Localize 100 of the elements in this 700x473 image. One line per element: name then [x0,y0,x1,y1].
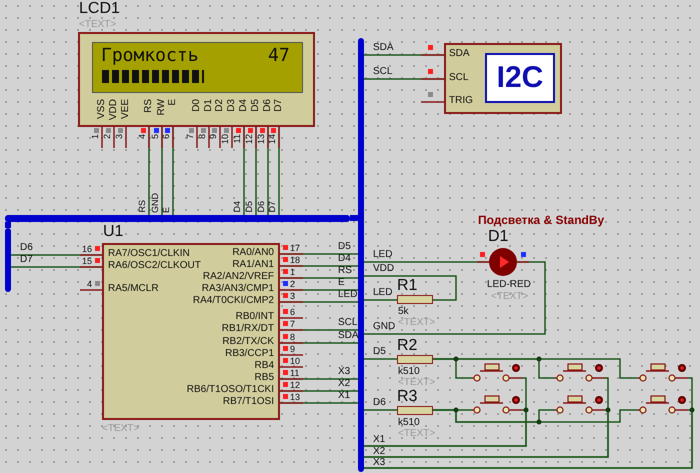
wire [364,409,397,411]
pin-number: 12 [245,134,254,144]
pin-name: D2 [215,99,225,112]
pin-name: VEE [121,99,131,120]
pin-name: RA0/AN0 [232,248,274,258]
pin-number: 5 [151,134,160,140]
net-label: D6 [257,201,266,213]
part-reference: U1 [103,224,124,240]
net-label: SDA [373,43,394,53]
bus-line [358,38,364,472]
pin-name: RA1/AN1 [232,260,274,270]
part-reference: LCD1 [79,1,120,17]
placeholder-text: <TEXT> [102,424,140,434]
part-value: k510 [398,418,420,428]
pin-name: D0 [192,99,202,112]
bus-line [5,222,11,228]
pin-number: 11 [290,369,300,378]
bus-line [5,215,350,222]
net-label: D6 [20,243,33,253]
net-label: SCL [338,318,358,328]
display-label: I2C [485,53,555,103]
net-label: E [162,206,171,213]
pin-name: D4 [239,99,249,112]
pin-name: RB0/INT [236,312,274,322]
pin-name: RS [144,99,154,113]
part-reference: R3 [397,389,418,405]
pin-name: RA6/OSC2/CLKOUT [108,261,201,271]
pin-number: 7 [290,320,296,329]
pin-name: RA3/AN3/CMP1 [202,284,274,294]
pin-name: RA5/MCLR [108,284,159,294]
net-label: X2 [338,379,350,389]
pin-name: SDA [449,49,470,59]
lcd-text: Громкость [101,47,199,65]
placeholder-text: <TEXT> [491,292,528,302]
pin-name: RB1/RX/DT [222,324,274,334]
wire [364,275,457,301]
pin-name: RA4/T0CKI/CMP2 [192,296,274,306]
wire [364,299,397,301]
wire [433,358,638,379]
caption-text: Подсветка & StandBy [478,214,604,226]
bus-line [5,228,11,292]
pin-name: D6 [263,99,273,112]
net-label: GND [151,193,160,213]
pin-number: 7 [186,134,195,140]
pin-number: 13 [257,134,266,144]
net-label: D5 [338,242,351,252]
pin-name: RW [157,99,167,116]
pin-number: 9 [290,345,296,354]
pin-number: 15 [82,257,92,266]
wire [364,409,693,469]
pin-number: 2 [290,280,296,289]
net-label: X1 [338,391,350,401]
pin-number: 4 [86,280,92,289]
pin-number: 10 [290,357,300,366]
wire [364,261,546,335]
net-label: RS [138,200,147,213]
net-label: D7 [20,255,33,265]
pin-number: 12 [290,381,300,390]
pin-number: 3 [290,292,296,301]
net-label: LED [338,290,358,300]
part-reference: D1 [488,229,508,245]
pin-number: 3 [115,134,124,140]
net-label: RS [338,266,352,276]
part-reference: R2 [397,338,418,354]
pin-name: VSS [97,99,107,120]
pin-number: 9 [209,134,218,140]
pin-number: 6 [162,134,171,140]
push-button-switch [638,394,688,414]
push-button-switch [472,362,522,382]
push-button-switch [555,362,605,382]
net-label: D4 [233,201,242,213]
pin-name: D3 [227,99,237,112]
push-button-switch [555,394,605,414]
pin-name: D7 [274,99,284,112]
pin-number: 11 [233,134,242,144]
pin-number: 18 [290,256,300,265]
pin-name: SCL [449,73,468,83]
placeholder-text: <TEXT> [79,20,116,30]
pin-number: 4 [138,134,147,140]
pin-number: 6 [290,308,296,317]
pin-number: 2 [103,134,112,140]
pin-number: 1 [91,134,100,140]
net-label: E [338,278,345,288]
wire [364,409,609,458]
pin-name: TRIG [449,96,473,106]
pin-number: 16 [82,245,92,254]
pin-name: RB6/T1OSO/T1CKI [186,385,274,395]
placeholder-text: <TEXT> [398,378,436,388]
net-label: X3 [373,458,386,468]
bus-line [350,215,358,221]
net-label: D5 [245,201,254,213]
pin-name: D1 [204,99,214,112]
net-label: LED [373,250,392,260]
pin-number: 8 [290,333,296,342]
wire [364,409,527,447]
net-label: X1 [373,435,386,445]
pin-number: 17 [290,244,300,253]
net-label: D5 [373,347,386,357]
pin-number: 13 [290,393,300,402]
pin-name: RB4 [254,361,274,371]
